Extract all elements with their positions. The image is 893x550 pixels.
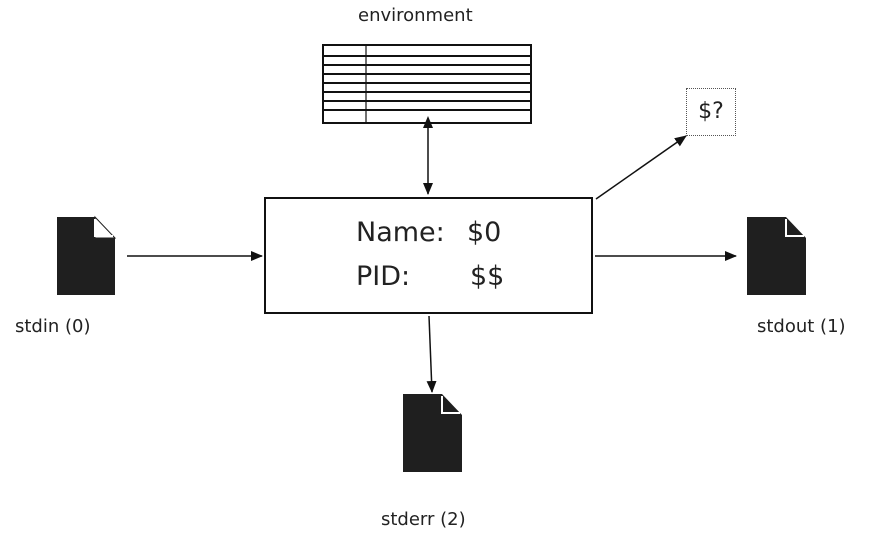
- stderr-file-icon: [403, 394, 462, 472]
- stderr-label: stderr (2): [381, 509, 466, 530]
- process-pid-label: PID:: [356, 261, 411, 292]
- process-pid-value: $$: [470, 261, 505, 292]
- process-name-label: Name:: [356, 217, 445, 248]
- exit-status-box: $?: [686, 88, 736, 136]
- process-name-value: $0: [467, 217, 502, 248]
- stdin-label: stdin (0): [15, 316, 91, 337]
- stdout-label: stdout (1): [757, 316, 846, 337]
- environment-table-icon: [322, 44, 532, 124]
- process-box: Name: $0 PID: $$: [264, 197, 593, 314]
- stdin-file-icon: [57, 215, 117, 295]
- stdout-file-icon: [747, 217, 806, 295]
- arrow-process-to-exit-status: [595, 135, 687, 200]
- arrow-process-to-stderr: [426, 315, 437, 393]
- environment-label: environment: [358, 5, 473, 26]
